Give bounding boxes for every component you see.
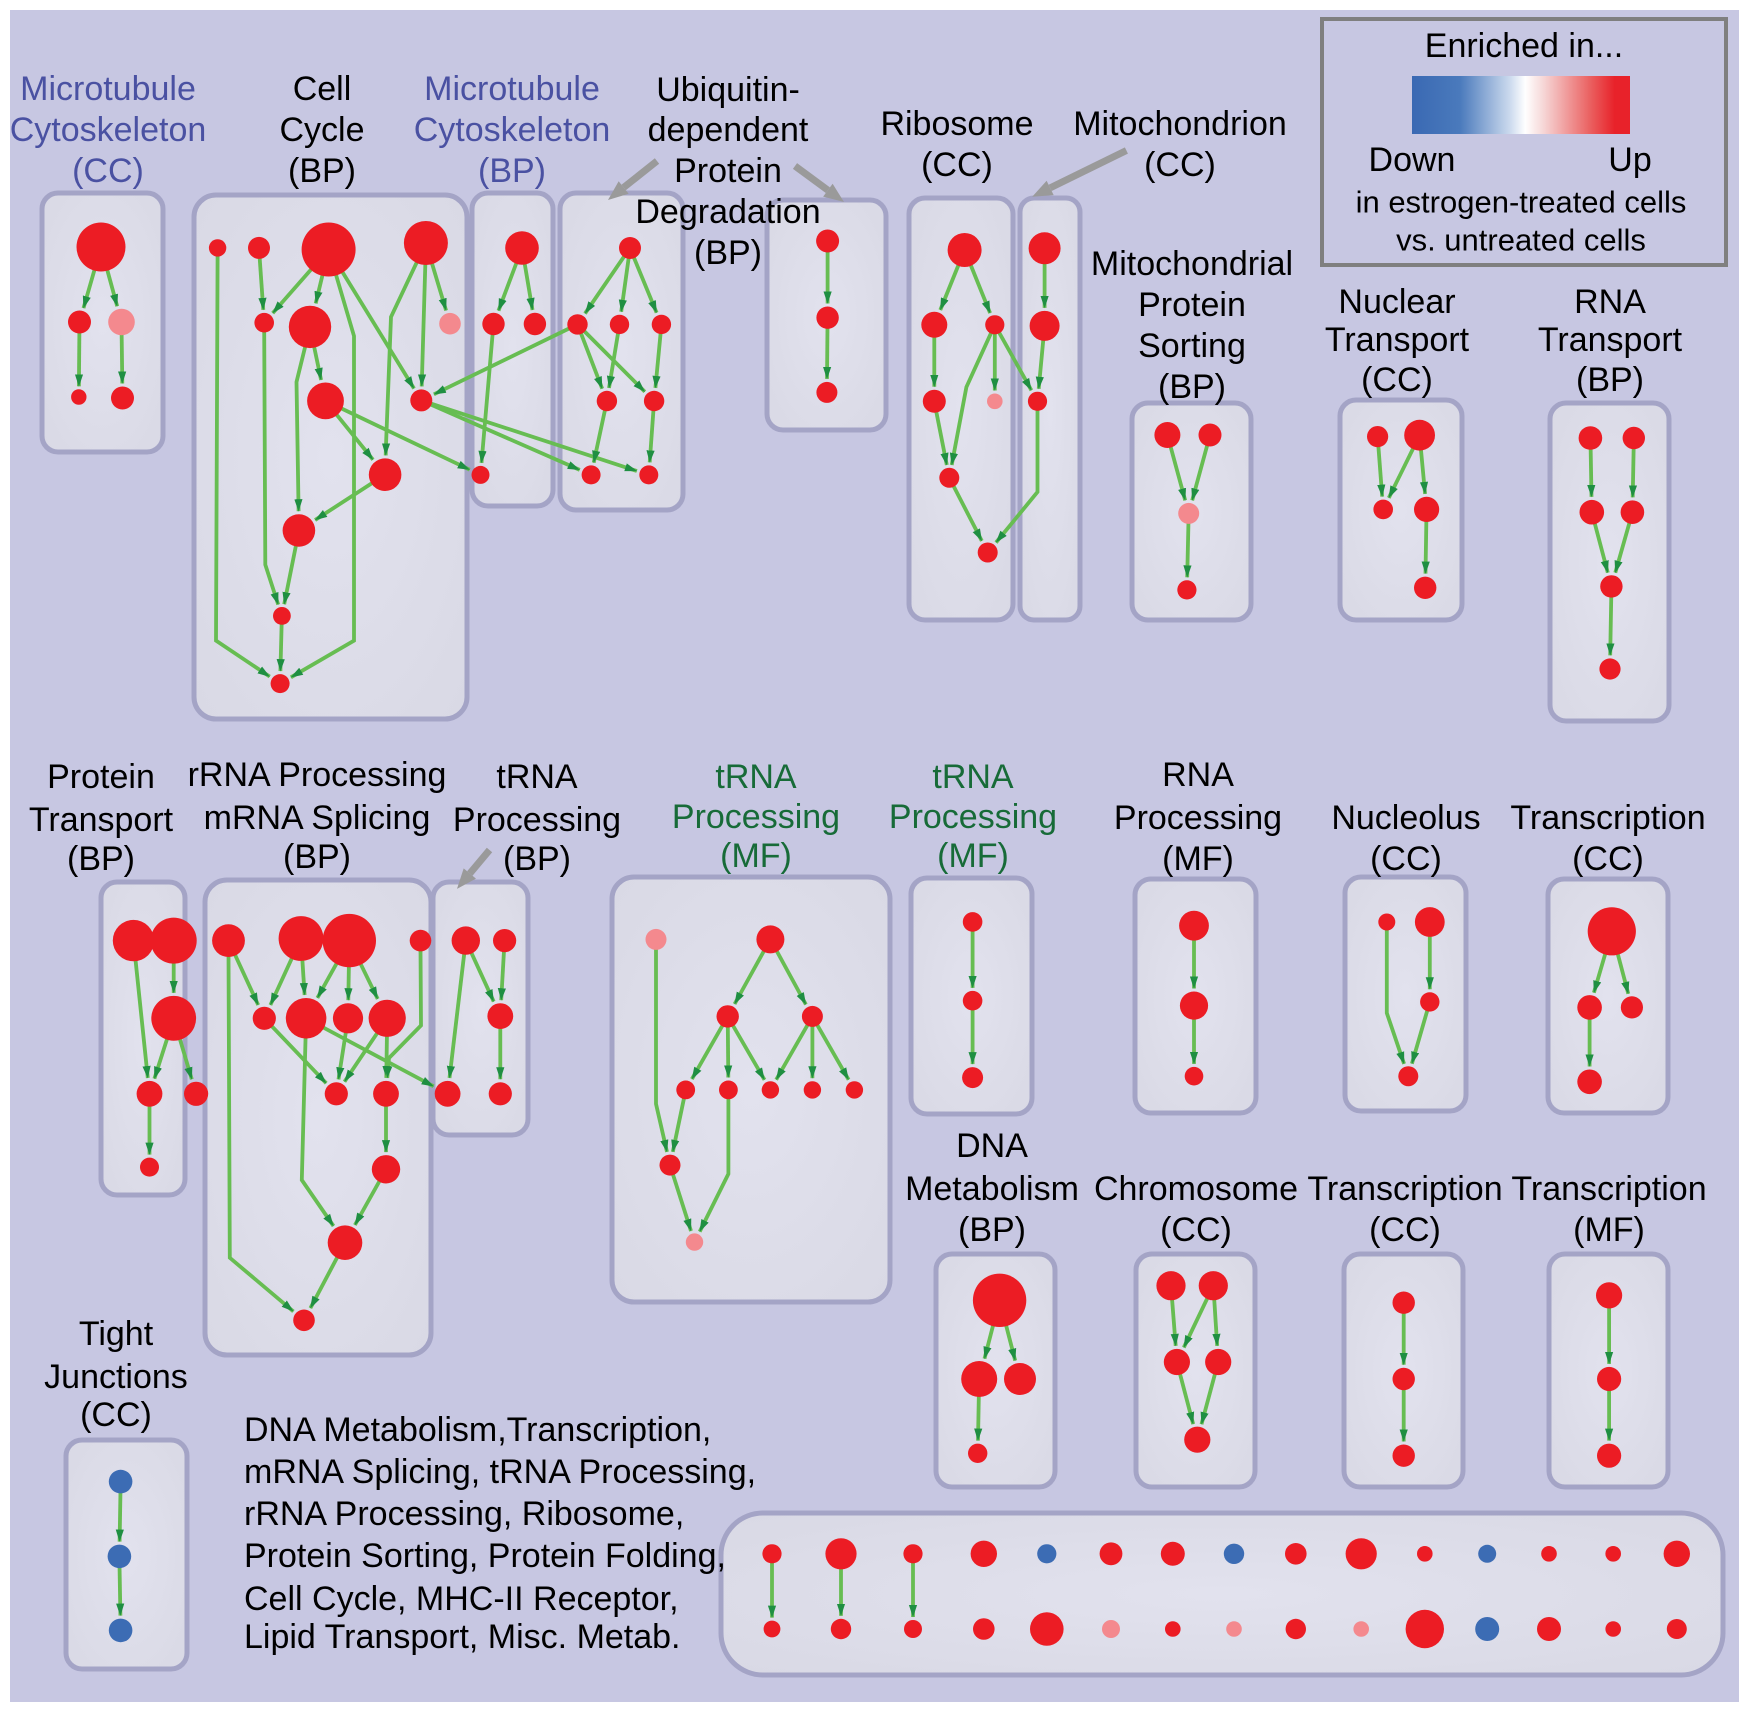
svg-text:Transport: Transport <box>1325 321 1470 359</box>
svg-text:Transcription: Transcription <box>1307 1170 1502 1208</box>
svg-text:Microtubule: Microtubule <box>424 70 600 108</box>
svg-text:Transport: Transport <box>1538 321 1683 359</box>
svg-text:Sorting: Sorting <box>1138 327 1246 365</box>
svg-text:Enriched in...: Enriched in... <box>1425 27 1623 65</box>
svg-text:Microtubule: Microtubule <box>20 70 196 108</box>
svg-text:rRNA Processing: rRNA Processing <box>188 756 447 794</box>
svg-text:Cell Cycle, MHC-II Receptor,: Cell Cycle, MHC-II Receptor, <box>244 1580 679 1618</box>
svg-text:Tight: Tight <box>79 1315 154 1353</box>
svg-text:vs. untreated cells: vs. untreated cells <box>1396 223 1646 258</box>
svg-text:Degradation: Degradation <box>635 193 820 231</box>
svg-text:(CC): (CC) <box>1144 146 1216 184</box>
svg-text:DNA Metabolism,Transcription,: DNA Metabolism,Transcription, <box>244 1411 711 1449</box>
svg-text:Transport: Transport <box>29 801 174 839</box>
svg-text:(BP): (BP) <box>503 840 571 878</box>
svg-text:(BP): (BP) <box>1158 368 1226 406</box>
svg-text:(CC): (CC) <box>80 1396 152 1434</box>
svg-text:Protein: Protein <box>47 758 155 796</box>
svg-text:(CC): (CC) <box>72 152 144 190</box>
svg-text:RNA: RNA <box>1162 756 1234 794</box>
svg-text:in estrogen-treated cells: in estrogen-treated cells <box>1356 185 1687 220</box>
svg-text:RNA: RNA <box>1574 283 1646 321</box>
svg-text:mRNA Splicing, tRNA Processing: mRNA Splicing, tRNA Processing, <box>244 1453 756 1491</box>
svg-text:(CC): (CC) <box>1361 361 1433 399</box>
svg-text:tRNA: tRNA <box>932 758 1014 796</box>
svg-text:Processing: Processing <box>453 801 621 839</box>
svg-text:Lipid Transport, Misc. Metab.: Lipid Transport, Misc. Metab. <box>244 1618 681 1656</box>
svg-text:(BP): (BP) <box>478 152 546 190</box>
svg-text:(MF): (MF) <box>1162 840 1234 878</box>
svg-text:tRNA: tRNA <box>715 758 797 796</box>
svg-text:rRNA Processing, Ribosome,: rRNA Processing, Ribosome, <box>244 1495 684 1533</box>
svg-text:Processing: Processing <box>1114 799 1282 837</box>
svg-text:Processing: Processing <box>889 798 1057 836</box>
svg-text:dependent: dependent <box>648 111 809 149</box>
svg-text:(CC): (CC) <box>1572 840 1644 878</box>
svg-text:(MF): (MF) <box>1573 1211 1645 1249</box>
svg-text:(CC): (CC) <box>1369 1211 1441 1249</box>
svg-text:tRNA: tRNA <box>496 758 578 796</box>
svg-text:Transcription: Transcription <box>1511 1170 1706 1208</box>
svg-text:Mitochondrial: Mitochondrial <box>1091 245 1293 283</box>
svg-text:(BP): (BP) <box>288 152 356 190</box>
svg-text:Junctions: Junctions <box>44 1358 188 1396</box>
svg-text:DNA: DNA <box>956 1127 1028 1165</box>
svg-text:Chromosome: Chromosome <box>1094 1170 1298 1208</box>
svg-text:Nuclear: Nuclear <box>1338 283 1455 321</box>
svg-text:(BP): (BP) <box>958 1211 1026 1249</box>
svg-text:Up: Up <box>1608 141 1651 179</box>
svg-text:(MF): (MF) <box>720 837 792 875</box>
svg-text:(MF): (MF) <box>937 837 1009 875</box>
svg-text:Protein Sorting, Protein Foldi: Protein Sorting, Protein Folding, <box>244 1537 726 1575</box>
svg-text:Ubiquitin-: Ubiquitin- <box>656 71 800 109</box>
svg-text:(CC): (CC) <box>1160 1211 1232 1249</box>
svg-text:Processing: Processing <box>672 798 840 836</box>
svg-text:(BP): (BP) <box>283 838 351 876</box>
svg-text:Transcription: Transcription <box>1510 799 1705 837</box>
svg-text:Nucleolus: Nucleolus <box>1331 799 1480 837</box>
svg-text:Cytoskeleton: Cytoskeleton <box>10 111 207 149</box>
svg-text:(BP): (BP) <box>1576 361 1644 399</box>
svg-text:(BP): (BP) <box>67 840 135 878</box>
svg-text:Protein: Protein <box>674 152 782 190</box>
svg-text:(BP): (BP) <box>694 234 762 272</box>
svg-text:Ribosome: Ribosome <box>880 105 1033 143</box>
svg-text:Cytoskeleton: Cytoskeleton <box>414 111 611 149</box>
svg-text:Metabolism: Metabolism <box>905 1170 1079 1208</box>
svg-text:Cell: Cell <box>293 70 352 108</box>
svg-text:Down: Down <box>1369 141 1456 179</box>
svg-text:mRNA Splicing: mRNA Splicing <box>204 799 431 837</box>
svg-text:(CC): (CC) <box>921 146 993 184</box>
svg-text:Cycle: Cycle <box>279 111 364 149</box>
svg-text:Mitochondrion: Mitochondrion <box>1073 105 1287 143</box>
svg-text:Protein: Protein <box>1138 286 1246 324</box>
svg-text:(CC): (CC) <box>1370 840 1442 878</box>
